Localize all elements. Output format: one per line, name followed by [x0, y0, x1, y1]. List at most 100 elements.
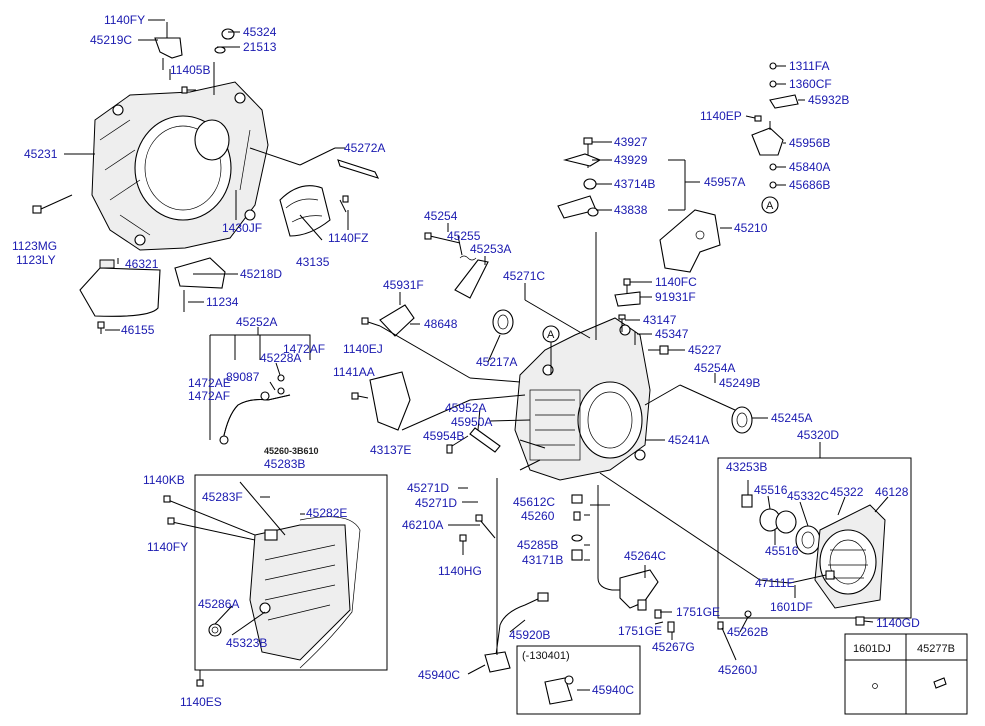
bolt-1123mg — [32, 194, 73, 214]
label-45283f: 45283F — [202, 490, 243, 504]
label-11405b: 11405B — [170, 63, 210, 77]
label-45840a: 45840A — [789, 160, 830, 174]
pin-45272a — [337, 159, 380, 179]
label-45231: 45231 — [24, 147, 58, 161]
label-45940c-main: 45940C — [418, 668, 460, 682]
bolt-45954b — [446, 444, 453, 454]
label-1472ae: 1472AE — [188, 376, 231, 390]
label-1601df: 1601DF — [770, 600, 813, 614]
label-45920b: 45920B — [509, 628, 550, 642]
label-1472af-right: 1472AF — [283, 342, 325, 356]
label-43253b: 43253B — [726, 460, 767, 474]
label-45255: 45255 — [447, 229, 481, 243]
label-1311fa: 1311FA — [789, 59, 829, 73]
label-45245a: 45245A — [771, 411, 812, 425]
label-11234: 11234 — [206, 295, 239, 309]
strainer-46321 — [79, 259, 161, 317]
transmission-case-45241a — [514, 317, 651, 481]
hose-assembly-45252a — [209, 334, 311, 445]
cable-45264c — [597, 485, 675, 633]
label-45252a: 45252A — [236, 315, 277, 329]
label-45283b: 45283B — [264, 457, 305, 471]
label-45952a: 45952A — [445, 401, 486, 415]
label-1141aa: 1141AA — [333, 365, 375, 379]
label-1140fc: 1140FC — [655, 275, 697, 289]
label-45218d: 45218D — [240, 267, 282, 281]
label-1140ep: 1140EP — [700, 109, 742, 123]
label-45267g: 45267G — [652, 640, 695, 654]
bracket-45218d — [174, 257, 226, 289]
label-45285b: 45285B — [517, 538, 558, 552]
plate-45952a — [469, 427, 501, 453]
spring-45255 — [459, 255, 477, 261]
ref-a-center-circle — [542, 325, 560, 375]
label-45950a: 45950A — [451, 415, 492, 429]
washer-43714b — [583, 178, 597, 190]
label-43838: 43838 — [614, 203, 648, 217]
label-inset-note: (-130401) — [522, 650, 570, 662]
bolt-11405b — [181, 86, 196, 94]
label-46210a: 46210A — [402, 518, 443, 532]
label-1140kb: 1140KB — [143, 473, 185, 487]
rear-cover-group-45320d — [717, 457, 912, 630]
label-45931f: 45931F — [383, 278, 424, 292]
label-45516-top: 45516 — [754, 483, 788, 497]
callout-labels: 1140FY 45219C 45324 21513 11405B 45231 4… — [12, 13, 955, 709]
label-47111e: 47111E — [755, 576, 795, 590]
label-45332c: 45332C — [787, 489, 829, 503]
label-43137e: 43137E — [370, 443, 411, 457]
lever-43838 — [557, 195, 599, 219]
legend-col1-header: 1601DJ — [853, 643, 891, 655]
label-45262b: 45262B — [727, 625, 768, 639]
bolt-1140hg — [459, 534, 467, 555]
label-43714b: 43714B — [614, 177, 655, 191]
label-46155: 46155 — [121, 323, 155, 337]
label-43147: 43147 — [643, 313, 677, 327]
label-46128: 46128 — [875, 485, 909, 499]
bolt-1140fc — [623, 278, 631, 295]
label-45957a: 45957A — [704, 175, 745, 189]
legend-table — [844, 633, 968, 715]
label-45516-bottom: 45516 — [765, 544, 799, 558]
label-43135: 43135 — [296, 255, 330, 269]
bolt-1140fz — [339, 195, 349, 213]
label-89087: 89087 — [226, 370, 260, 384]
label-45282e: 45282E — [306, 506, 347, 520]
cover-43137e — [369, 371, 411, 431]
lever-45253a — [454, 259, 489, 299]
ref-a-top-label: A — [766, 200, 774, 212]
label-45286a: 45286A — [198, 597, 239, 611]
label-1140es: 1140ES — [180, 695, 222, 709]
label-45249b: 45249B — [719, 376, 760, 390]
seal-45245a — [731, 406, 753, 434]
label-45271c: 45271C — [503, 269, 545, 283]
label-43171b: 43171B — [522, 553, 563, 567]
bracket-45210 — [659, 209, 721, 273]
label-1430jf: 1430JF — [222, 221, 262, 235]
converter-housing-45231 — [91, 81, 269, 251]
ref-a-center-label: A — [547, 329, 555, 341]
label-45260: 45260 — [521, 509, 555, 523]
label-45347: 45347 — [655, 327, 689, 341]
label-1123mg: 1123MG — [12, 239, 57, 253]
label-45956b: 45956B — [789, 136, 830, 150]
bracket-45219c — [154, 22, 183, 70]
label-1472af-left: 1472AF — [188, 389, 230, 403]
sensor-45920b — [484, 592, 549, 673]
label-45324: 45324 — [243, 25, 277, 39]
pin-45254 — [424, 232, 461, 244]
bolt-43147 — [618, 314, 626, 332]
label-1140hg: 1140HG — [438, 564, 482, 578]
inset-box-130401 — [516, 645, 641, 715]
label-1360cf: 1360CF — [789, 77, 832, 91]
label-45686b: 45686B — [789, 178, 830, 192]
label-45219c: 45219C — [90, 33, 132, 47]
bolt-45227 — [648, 345, 669, 355]
label-45264c: 45264C — [624, 549, 666, 563]
bolt-46210a — [475, 514, 496, 539]
label-1140fy-bottom: 1140FY — [147, 540, 188, 554]
label-1140gd: 1140GD — [876, 616, 920, 630]
label-45253a: 45253A — [470, 242, 511, 256]
label-45254a: 45254A — [694, 361, 735, 375]
